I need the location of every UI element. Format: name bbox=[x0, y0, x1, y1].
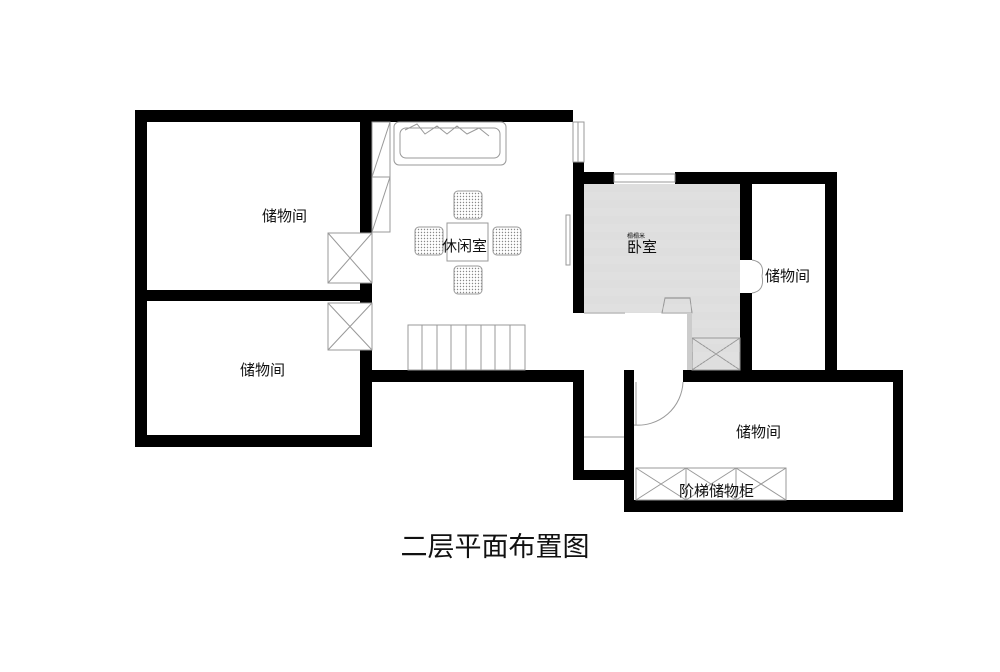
room-label-storage-bottom: 储物间 bbox=[736, 423, 781, 441]
plan-title: 二层平面布置图 bbox=[401, 532, 590, 563]
room-label-storage-upper-left: 储物间 bbox=[262, 207, 307, 225]
walls bbox=[135, 110, 903, 512]
windows bbox=[565, 121, 676, 438]
room-label-storage-lower-left: 储物间 bbox=[240, 361, 285, 379]
room-label-stair-cabinet: 阶梯储物柜 bbox=[679, 482, 754, 500]
room-label-storage-right: 储物间 bbox=[765, 267, 810, 285]
sofa bbox=[393, 121, 507, 166]
stairs bbox=[407, 324, 526, 371]
dining-set bbox=[414, 190, 522, 295]
room-label-bedroom: 卧室 bbox=[627, 238, 657, 256]
cabinets bbox=[327, 121, 787, 501]
room-label-bedroom-note: 榻榻米 bbox=[627, 232, 645, 240]
room-label-lounge: 休闲室 bbox=[442, 237, 487, 255]
bedroom-floor-hatch bbox=[584, 184, 740, 370]
stair-cabinet-cells bbox=[635, 467, 787, 501]
